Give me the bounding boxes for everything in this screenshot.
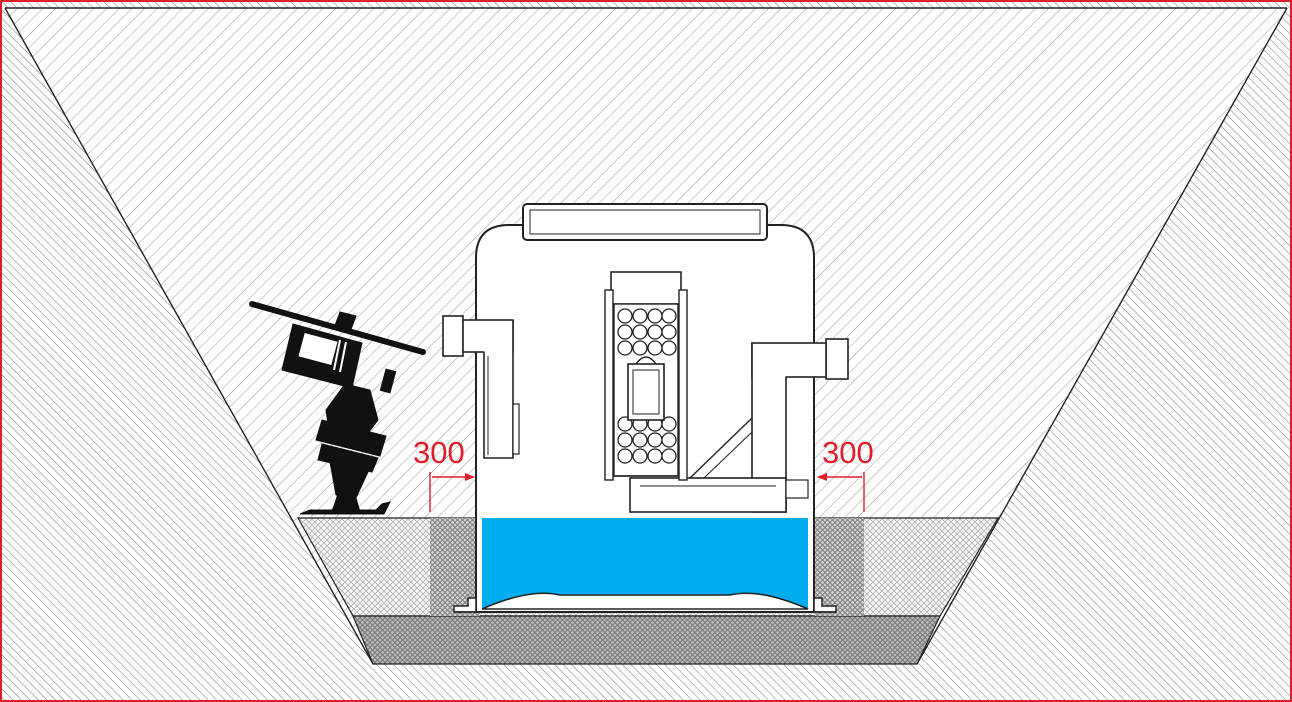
manhole-cover-inner <box>529 209 761 235</box>
trench-wall-left <box>4 7 374 665</box>
outlet-pipe <box>629 338 849 513</box>
concrete-base <box>352 615 941 665</box>
plate-compactor-icon <box>249 301 426 515</box>
dimension-left-label: 300 <box>413 435 465 470</box>
manhole-cover <box>522 203 768 241</box>
dimension-right: 300 <box>817 435 874 512</box>
tank-base-dome <box>481 592 809 610</box>
side-fill-right <box>815 518 864 616</box>
inlet-pipe <box>442 315 520 459</box>
filter-cartridge <box>604 271 688 481</box>
dimension-right-label: 300 <box>822 435 874 470</box>
trench-wall-right <box>916 7 1288 665</box>
dimension-left: 300 <box>413 435 475 512</box>
water-level <box>482 518 808 609</box>
